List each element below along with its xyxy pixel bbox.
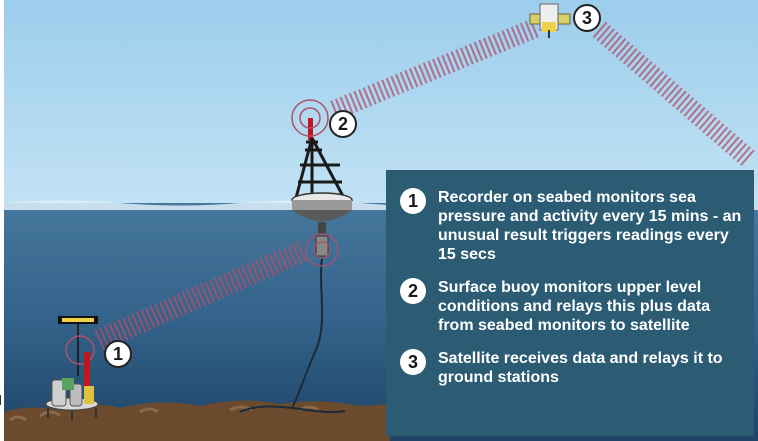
seabed-recorder xyxy=(45,316,99,420)
signal-beam-satellite-to-ground xyxy=(592,21,755,166)
marker-3-label: 3 xyxy=(582,8,592,28)
marker-2-badge: 2 xyxy=(329,110,357,138)
seabed-cable xyxy=(239,405,346,414)
marker-1-label: 1 xyxy=(113,344,123,364)
legend-panel: 1 Recorder on seabed monitors sea pressu… xyxy=(386,170,754,436)
legend-text-2: Surface buoy monitors upper level condit… xyxy=(438,279,711,334)
signal-beam-buoy-to-satellite xyxy=(330,18,539,120)
legend-number-1: 1 xyxy=(400,188,426,214)
legend-item-3: 3 Satellite receives data and relays it … xyxy=(400,349,744,387)
surface-buoy xyxy=(291,99,353,267)
legend-text-1: Recorder on seabed monitors sea pressure… xyxy=(438,189,742,263)
legend-item-1: 1 Recorder on seabed monitors sea pressu… xyxy=(400,188,744,264)
legend-item-2: 2 Surface buoy monitors upper level cond… xyxy=(400,278,744,335)
legend-number-3: 3 xyxy=(400,349,426,375)
satellite xyxy=(529,3,571,38)
legend-text-3: Satellite receives data and relays it to… xyxy=(438,350,723,386)
seabed-rocks xyxy=(9,405,319,422)
marker-2-label: 2 xyxy=(338,114,348,134)
seabed xyxy=(4,400,390,441)
marker-1-badge: 1 xyxy=(104,340,132,368)
mooring-cable xyxy=(291,257,324,409)
marker-3-badge: 3 xyxy=(573,4,601,32)
legend-number-2: 2 xyxy=(400,278,426,304)
